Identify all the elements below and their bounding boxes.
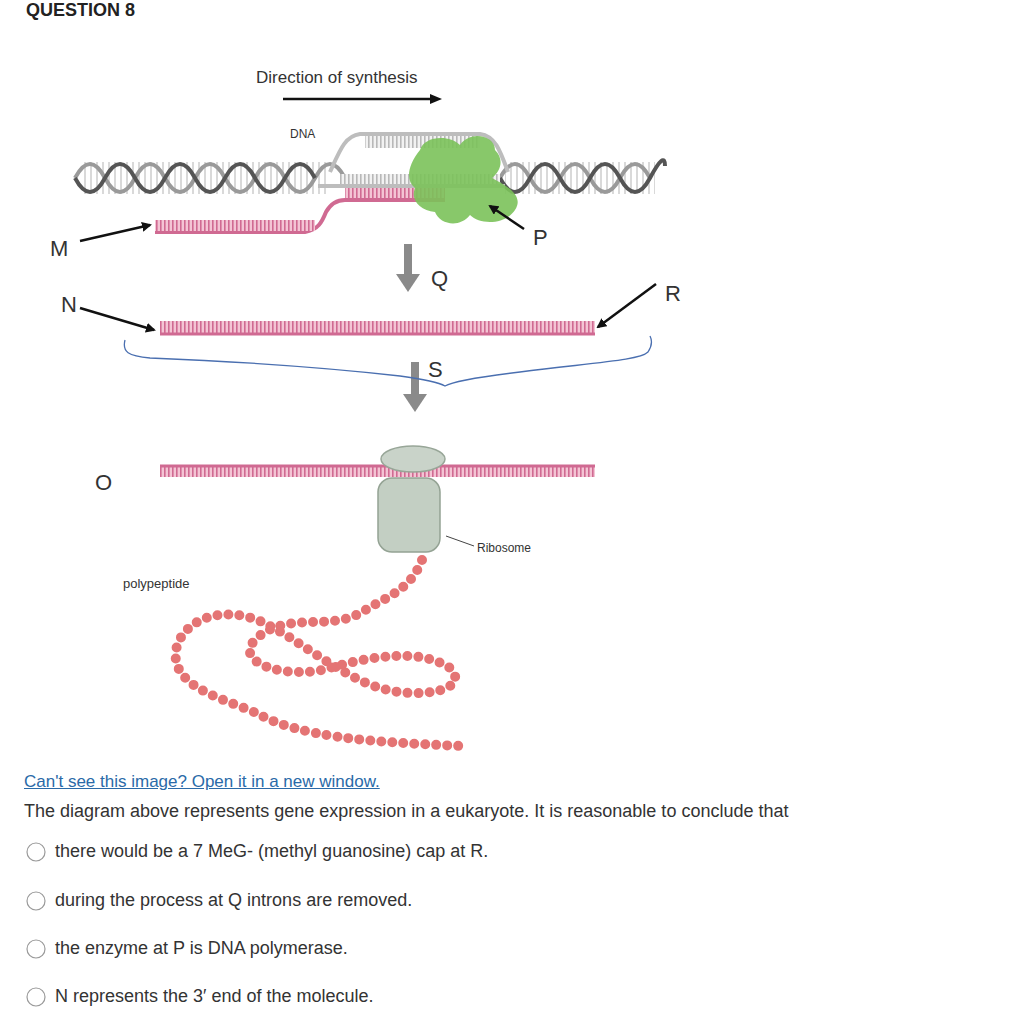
- callout-letter: O: [95, 470, 112, 496]
- direction-arrow: [283, 94, 442, 104]
- callout-letter: Q: [431, 266, 448, 292]
- radio-button: [27, 843, 45, 1006]
- answer-option: there would be a 7 MeG- (methyl guanosin…: [55, 841, 488, 863]
- answer-option: the enzyme at P is DNA polymerase.: [55, 938, 348, 960]
- question-text: The diagram above represents gene expres…: [24, 801, 788, 823]
- ribosome: [378, 446, 474, 552]
- callout-arrow: [80, 206, 656, 330]
- nascent-rna: [155, 188, 445, 232]
- image-link: Can't see this image? Open it in a new w…: [24, 772, 380, 792]
- mrna-strand: [160, 321, 595, 334]
- callout-letter: N: [61, 292, 77, 318]
- dna-label: DNA: [290, 127, 315, 141]
- callout-letter: S: [428, 357, 443, 383]
- polypeptide-label: polypeptide: [123, 576, 190, 592]
- callout-letter: R: [665, 281, 681, 307]
- answer-option: during the process at Q introns are remo…: [55, 890, 412, 912]
- mrna-strand: [160, 465, 595, 477]
- question-title: QUESTION 8: [26, 0, 135, 22]
- callout-letter: M: [50, 236, 68, 262]
- answer-option: N represents the 3′ end of the molecule.: [55, 986, 374, 1008]
- bracket: [124, 336, 651, 386]
- polypeptide-chain: [176, 560, 462, 746]
- direction-label: Direction of synthesis: [256, 68, 418, 88]
- rna-polymerase: [409, 136, 518, 223]
- ribosome-label: Ribosome: [477, 541, 531, 555]
- callout-letter: P: [533, 225, 548, 251]
